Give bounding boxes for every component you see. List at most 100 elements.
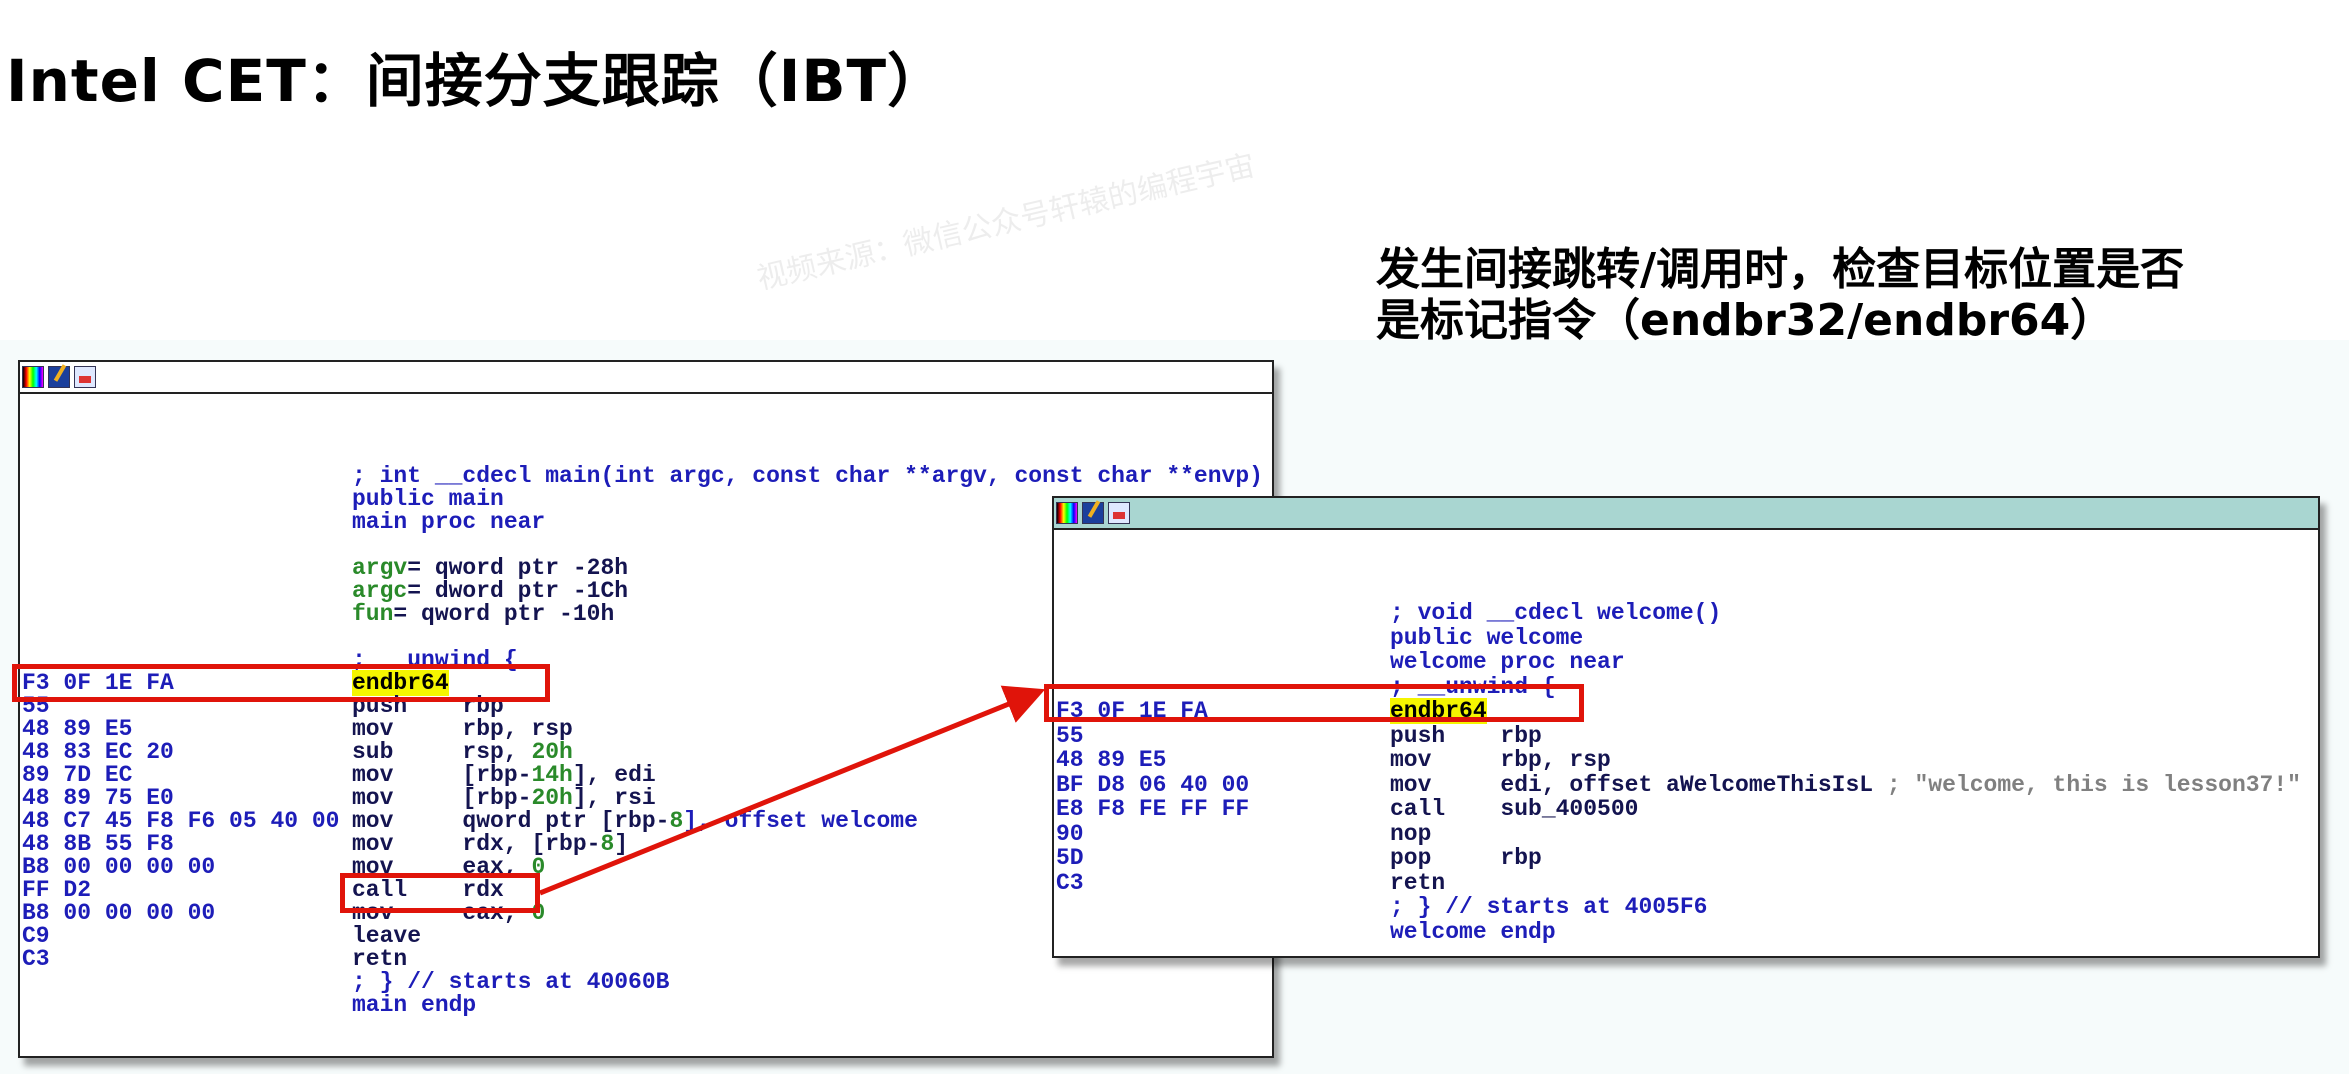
code-token: public main [352, 486, 504, 512]
code-token: call rdx [352, 877, 504, 903]
opcode-bytes: E8 F8 FE FF FF [1056, 796, 1250, 822]
instruction: sub rsp, 20h [352, 741, 573, 764]
code-token: nop [1390, 820, 1432, 847]
opcode-bytes: B8 00 00 00 00 [22, 854, 216, 880]
instruction: public welcome [1390, 624, 1584, 651]
code-token: ], rsi [572, 785, 656, 811]
code-token: fun [352, 601, 394, 627]
code-token: ] [614, 831, 629, 857]
code-token: mov [rbp- [352, 762, 532, 788]
opcode-bytes: 90 [1056, 820, 1084, 847]
instruction: fun= qword ptr -10h [352, 603, 614, 626]
instruction: nop [1390, 820, 1432, 847]
instruction: mov qword ptr [rbp-8], offset welcome [352, 810, 918, 833]
code-token: mov rbp, rsp [1390, 747, 1611, 773]
code-token: 8 [600, 831, 615, 857]
code-token: ; } // starts at 40060B [352, 969, 670, 995]
code-token: mov edi, offset aWelcomeThisIsL [1390, 771, 1874, 798]
instruction: push rbp [1390, 722, 1542, 749]
opcode-bytes: C3 [1056, 869, 1084, 896]
instruction: ; } // starts at 4005F6 [1390, 895, 1707, 920]
instruction: argc= dword ptr -1Ch [352, 580, 628, 603]
code-token: welcome endp [1390, 918, 1556, 945]
opcode-bytes: FF D2 [22, 877, 92, 903]
code-token: ; "welcome, this is lesson37!" [1873, 771, 2301, 798]
opcode-bytes: F3 0F 1E FA [22, 670, 174, 696]
instruction: public main [352, 488, 504, 511]
edit-icon[interactable] [1082, 502, 1104, 524]
opcode-bytes: C9 [22, 923, 50, 949]
instruction: mov edi, offset aWelcomeThisIsL ; "welco… [1390, 771, 2301, 798]
opcode-bytes: 48 89 E5 [1056, 747, 1167, 773]
highlight-box-welcome-endbr64 [1044, 684, 1584, 722]
code-token: ], edi [572, 762, 656, 788]
instruction: endbr64 [352, 670, 449, 696]
code-token: ; int __cdecl main(int argc, const char … [352, 463, 1263, 489]
instruction: call sub_400500 [1390, 797, 1638, 822]
instruction: mov [rbp-20h], rsi [352, 787, 656, 810]
arrow-line [539, 685, 1046, 896]
instruction: call rdx [352, 879, 504, 902]
code-token: mov eax, [352, 854, 532, 880]
code-token: = qword ptr -10h [393, 601, 615, 627]
opcode-bytes: 48 C7 45 F8 F6 05 40 00 [22, 808, 340, 834]
instruction: mov rbp, rsp [1390, 748, 1611, 773]
code-token: mov qword ptr [rbp- [352, 808, 670, 834]
instruction: welcome endp [1390, 918, 1556, 945]
instruction: mov eax, 0 [352, 902, 545, 925]
instruction: mov [rbp-14h], edi [352, 764, 656, 787]
code-token: main endp [352, 992, 477, 1018]
code-token: retn [1390, 869, 1446, 896]
instruction: pop rbp [1390, 846, 1542, 871]
opcode-bytes: 55 [1056, 722, 1084, 749]
code-token: mov rbp, rsp [352, 716, 573, 742]
code-token: 14h [531, 762, 573, 788]
palette-icon[interactable] [22, 366, 44, 388]
code-token: 20h [531, 785, 573, 811]
opcode-bytes: 48 89 E5 [22, 716, 133, 742]
instruction: main proc near [352, 511, 545, 534]
code-token: main proc near [352, 509, 546, 535]
graph-view-icon[interactable] [1108, 502, 1130, 524]
instruction: ; int __cdecl main(int argc, const char … [352, 465, 1263, 488]
instruction: mov rbp, rsp [352, 718, 573, 741]
code-token: mov eax, [352, 900, 532, 926]
instruction: leave [352, 925, 421, 948]
code-token: ; void __cdecl welcome() [1390, 600, 1722, 626]
code-token: call sub_400500 [1390, 796, 1639, 822]
endbr64-marker: endbr64 [352, 670, 449, 696]
instruction: mov rdx, [rbp-8] [352, 833, 628, 856]
instruction: retn [352, 948, 407, 971]
explanation-note: 发生间接跳转/调用时，检查目标位置是否 是标记指令（endbr32/endbr6… [1376, 244, 2184, 346]
code-token: argv [352, 555, 408, 581]
note-line-2: 是标记指令（endbr32/endbr64） [1376, 295, 2115, 346]
opcode-bytes: 48 83 EC 20 [22, 739, 174, 765]
code-token: mov rdx, [rbp- [352, 831, 601, 857]
code-token: retn [352, 946, 408, 972]
opcode-bytes: C3 [22, 946, 50, 972]
instruction: argv= qword ptr -28h [352, 557, 628, 580]
code-token: pop rbp [1390, 845, 1542, 871]
code-token: public welcome [1390, 624, 1584, 651]
opcode-bytes: 48 8B 55 F8 [22, 831, 174, 857]
graph-view-icon[interactable] [74, 366, 96, 388]
highlight-box-main-endbr64 [12, 664, 550, 702]
code-token: ; } // starts at 4005F6 [1390, 894, 1708, 920]
code-token: mov [rbp- [352, 785, 532, 811]
code-token: welcome proc near [1390, 649, 1625, 675]
slide-title: Intel CET：间接分支跟踪（IBT） [6, 47, 947, 115]
instruction: ; void __cdecl welcome() [1390, 601, 1721, 626]
instruction: mov eax, 0 [352, 856, 545, 879]
edit-icon[interactable] [48, 366, 70, 388]
instruction: welcome proc near [1390, 650, 1625, 675]
main-window-toolbar [20, 362, 1272, 394]
palette-icon[interactable] [1056, 502, 1078, 524]
code-token: 20h [531, 739, 573, 765]
code-token: = dword ptr -1Ch [407, 578, 629, 604]
code-token: push rbp [1390, 722, 1542, 749]
instruction: ; } // starts at 40060B [352, 971, 669, 994]
code-token: leave [352, 923, 422, 949]
instruction: retn [1390, 869, 1446, 896]
